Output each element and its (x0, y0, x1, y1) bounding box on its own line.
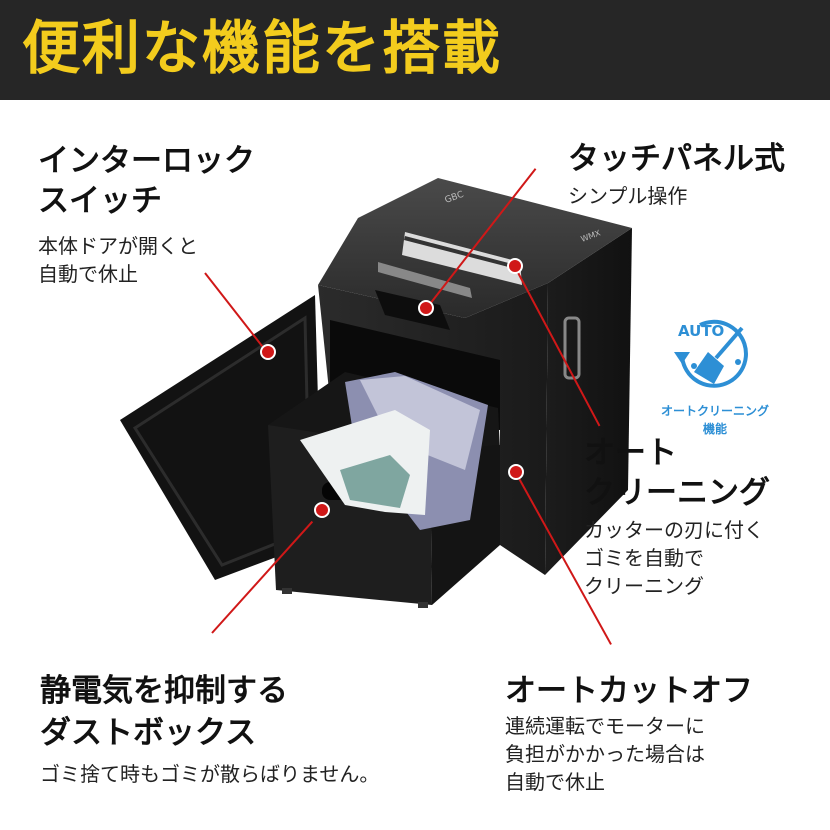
interlock-title-line2: スイッチ (38, 183, 162, 219)
foot (418, 602, 428, 608)
broom-icon (674, 319, 748, 388)
foot (282, 588, 292, 594)
interlock-desc-line1: 本体ドアが開くと (38, 234, 198, 258)
open-door (120, 295, 322, 580)
auto-cleaning-title-line1: オート (584, 435, 677, 471)
auto-cleaning-desc-line1: カッターの刃に付く (584, 518, 764, 542)
feed-slot-opening (404, 236, 520, 270)
auto-cutoff-desc-line1: 連続運転でモーターに (505, 714, 705, 738)
dust-box-title-line2: ダストボックス (40, 715, 257, 751)
dust-box-desc: ゴミ捨て時もゴミが散らばりません。 (40, 762, 380, 786)
control-panel (375, 290, 450, 330)
callout-dot-auto-cutoff (508, 464, 524, 480)
interlock-desc-line2: 自動で休止 (38, 262, 138, 286)
auto-caption-line1: オートクリーニング (660, 404, 769, 418)
auto-caption-line2: 機能 (702, 422, 727, 436)
header-bar: 便利な機能を搭載 (0, 0, 830, 100)
callout-dot-dust-box (314, 502, 330, 518)
callout-dot-touch-panel (418, 300, 434, 316)
page-title: 便利な機能を搭載 (22, 14, 503, 82)
dust-box-contents (340, 455, 410, 508)
interlock-title-line1: インターロック (38, 143, 255, 179)
dust-box-title-line1: 静電気を抑制する (40, 673, 288, 709)
auto-cleaning-desc-line2: ゴミを自動で (584, 546, 704, 570)
auto-word: AUTO (678, 322, 725, 340)
callout-dot-interlock (260, 344, 276, 360)
auto-cutoff-title: オートカットオフ (505, 673, 753, 709)
paper-shreds-light (360, 376, 480, 470)
shredder-top-lid (318, 178, 632, 318)
touch-panel-title: タッチパネル式 (568, 141, 785, 177)
shredder-side-panel (545, 228, 632, 575)
auto-cleaning-title-line2: クリーニング (584, 475, 770, 511)
touch-panel-desc: シンプル操作 (568, 184, 688, 208)
callout-dot-auto-cleaning (507, 258, 523, 274)
auto-cleaning-badge: AUTO オートクリーニング 機能 (650, 300, 780, 440)
auto-cutoff-desc-line3: 自動で休止 (505, 770, 605, 794)
cd-slot (378, 262, 472, 298)
auto-cleaning-desc-line3: クリーニング (584, 574, 704, 598)
auto-cutoff-desc-line2: 負担がかかった場合は (505, 742, 705, 766)
